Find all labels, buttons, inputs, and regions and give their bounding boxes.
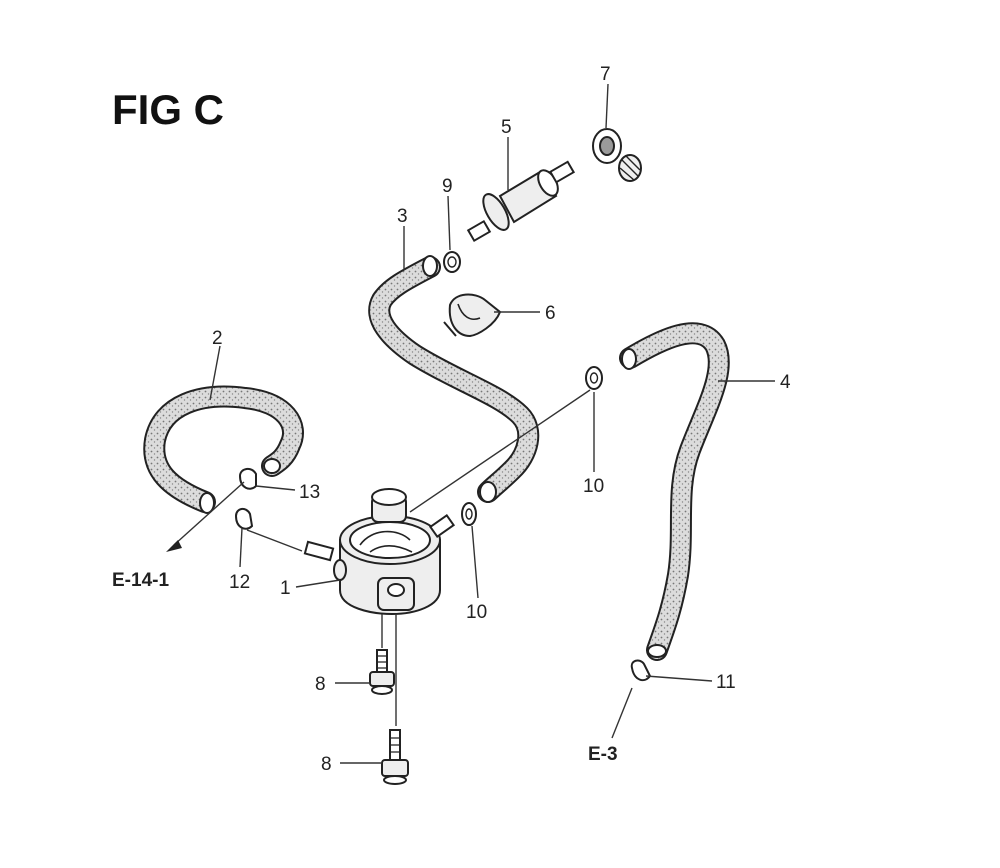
label-part-10b: 10 <box>466 602 487 623</box>
label-part-12: 12 <box>229 572 250 593</box>
ref-e-3: E-3 <box>588 744 618 765</box>
clip-part-9 <box>443 251 461 273</box>
bolt-part-8b <box>381 729 409 785</box>
fuel-filter-part-5 <box>466 160 576 243</box>
label-part-4: 4 <box>780 372 791 393</box>
label-part-8b: 8 <box>321 754 332 775</box>
label-part-3: 3 <box>397 206 408 227</box>
label-part-10a: 10 <box>583 476 604 497</box>
leader-lines <box>166 83 775 764</box>
ref-e-14-1: E-14-1 <box>112 570 169 591</box>
figure-title: FIG C <box>112 86 224 133</box>
filler-cap-part-7 <box>592 128 642 182</box>
label-part-1: 1 <box>280 578 291 599</box>
hose-long-part-4 <box>619 322 730 661</box>
hose-loop-part-2 <box>143 385 304 514</box>
label-part-7: 7 <box>600 64 611 85</box>
label-part-6: 6 <box>545 303 556 324</box>
fuel-valve-part-1 <box>303 488 456 616</box>
part-labels: 2 3 9 5 7 6 4 10 10 11 12 13 1 8 8 <box>212 64 791 775</box>
label-part-5: 5 <box>501 117 512 138</box>
hose-holder-part-6 <box>443 293 502 338</box>
label-part-9: 9 <box>442 176 453 197</box>
clip-part-10a <box>585 366 603 390</box>
label-part-11: 11 <box>716 672 736 693</box>
clip-part-12 <box>234 508 254 530</box>
clip-part-10b <box>461 502 477 526</box>
label-part-13: 13 <box>299 482 320 503</box>
bolt-part-8a <box>369 649 395 695</box>
hose-bent-part-3 <box>368 255 540 503</box>
clip-part-11 <box>630 659 652 682</box>
label-part-8a: 8 <box>315 674 326 695</box>
clip-part-13 <box>238 468 257 490</box>
label-part-2: 2 <box>212 328 223 349</box>
